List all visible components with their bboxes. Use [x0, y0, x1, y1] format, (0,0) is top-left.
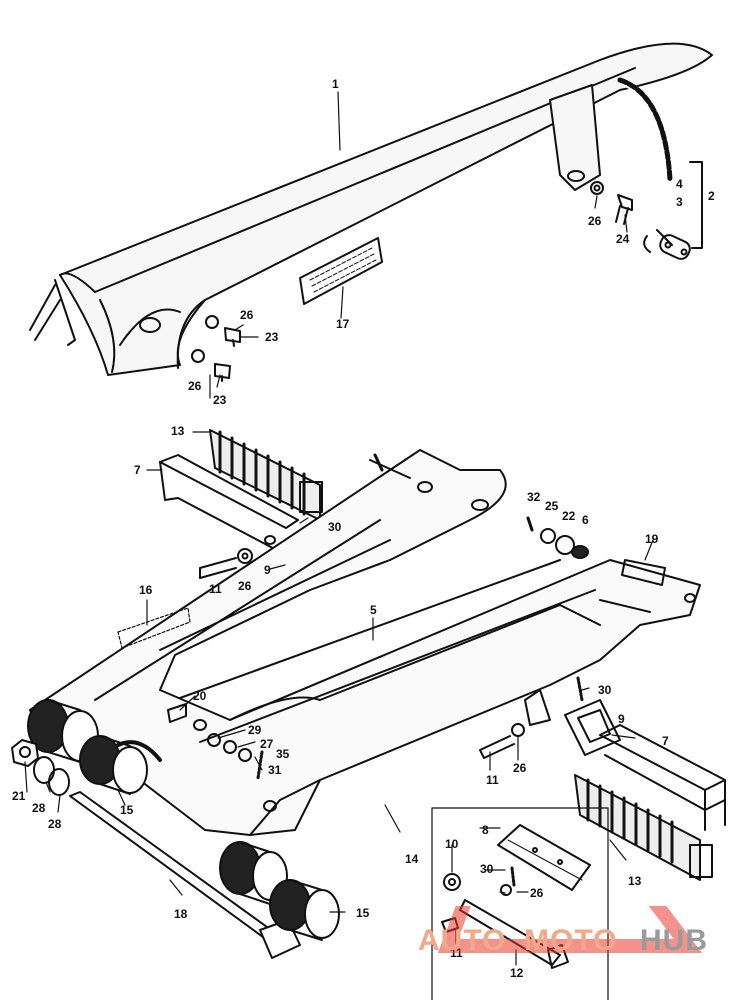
chain-case-part-1 — [29, 42, 713, 376]
callout-13: 13 — [628, 874, 642, 888]
footpeg-rubber-upper-13 — [209, 429, 323, 521]
callout-13: 13 — [171, 424, 185, 438]
callout-1: 1 — [332, 77, 339, 91]
callout-19: 19 — [645, 532, 659, 546]
callout-9: 9 — [264, 563, 271, 577]
caution-label-plate-17 — [299, 237, 383, 305]
swingarm-5 — [29, 449, 701, 836]
pivot-bushings-left — [27, 699, 162, 795]
callout-26: 26 — [588, 214, 602, 228]
callout-14: 14 — [405, 852, 419, 866]
watermark-text-hub: HUB — [640, 924, 708, 957]
callout-30: 30 — [480, 862, 494, 876]
callout-18: 18 — [174, 907, 188, 921]
callout-23: 23 — [213, 393, 227, 407]
watermark-text-moto: MOTO — [524, 924, 618, 957]
callout-15: 15 — [120, 803, 134, 817]
watermark-text-auto: AUTO — [418, 924, 507, 957]
callout-9: 9 — [618, 712, 625, 726]
automotohub-watermark: AUTO MOTO HUB — [418, 906, 738, 966]
callout-28: 28 — [32, 801, 46, 815]
callout-30: 30 — [598, 683, 612, 697]
callout-12: 12 — [510, 966, 524, 980]
callout-4: 4 — [676, 177, 683, 191]
callout-23: 23 — [265, 330, 279, 344]
callout-17: 17 — [336, 317, 350, 331]
footpeg-rubber-lower-13 — [574, 774, 713, 881]
callout-26: 26 — [530, 886, 544, 900]
callout-7: 7 — [134, 463, 141, 477]
callout-5: 5 — [370, 603, 377, 617]
callout-29: 29 — [248, 723, 262, 737]
footpeg-grip-8 — [497, 824, 591, 891]
callout-25: 25 — [545, 499, 559, 513]
drive-chain — [617, 77, 673, 183]
callout-26: 26 — [513, 761, 527, 775]
callout-11: 11 — [209, 582, 222, 596]
callout-26: 26 — [238, 579, 252, 593]
callout-31: 31 — [268, 763, 282, 777]
watermark-triangle-logo — [437, 906, 703, 953]
callout-35: 35 — [276, 747, 290, 761]
pivot-bushings-right — [219, 841, 340, 941]
callout-20: 20 — [193, 689, 207, 703]
chain-joint-parts — [643, 161, 703, 260]
callout-28: 28 — [48, 817, 62, 831]
callout-24: 24 — [616, 232, 630, 246]
callout-26: 26 — [240, 308, 254, 322]
callout-2: 2 — [708, 189, 715, 203]
callout-27: 27 — [260, 737, 274, 751]
callout-30: 30 — [328, 520, 342, 534]
callout-3: 3 — [676, 195, 683, 209]
callout-16: 16 — [139, 583, 153, 597]
leader-lines — [24, 91, 654, 1001]
callout-11: 11 — [486, 773, 499, 787]
callout-21: 21 — [12, 789, 26, 803]
callout-22: 22 — [562, 509, 576, 523]
callout-6: 6 — [582, 513, 589, 527]
callout-32: 32 — [527, 490, 541, 504]
callout-15: 15 — [356, 906, 370, 920]
footpeg-bar-right-7 — [599, 724, 726, 831]
callout-7: 7 — [662, 734, 669, 748]
callout-10: 10 — [445, 837, 459, 851]
callout-8: 8 — [482, 823, 489, 837]
footpeg-bar-upper-7 — [159, 454, 299, 557]
callout-26: 26 — [188, 379, 202, 393]
